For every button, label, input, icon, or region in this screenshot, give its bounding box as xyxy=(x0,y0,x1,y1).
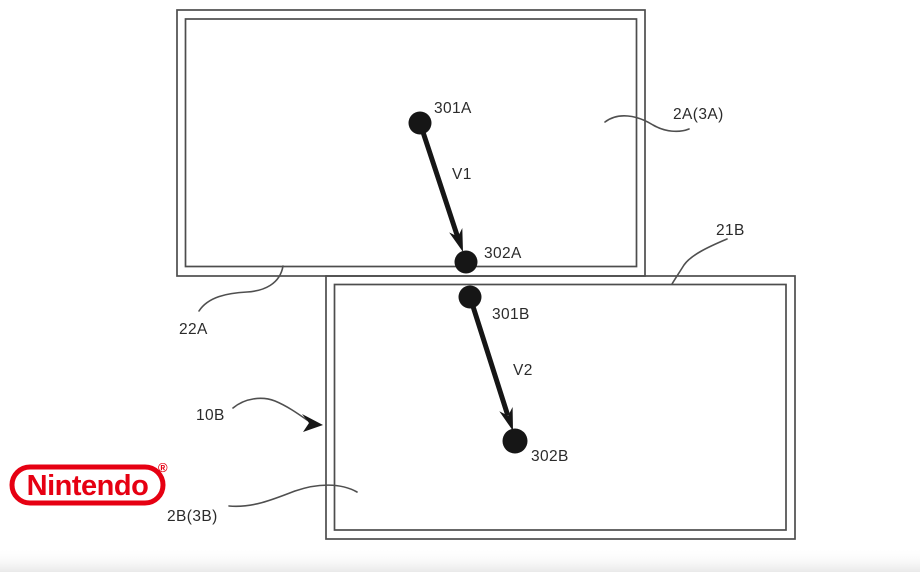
screen-b-inner-frame xyxy=(333,283,787,531)
point-301a-label: 301A xyxy=(434,100,472,117)
screen-b-leader-line xyxy=(228,484,358,508)
ref-21b-leader-line xyxy=(671,238,728,285)
screen-a-inner-frame xyxy=(184,18,638,268)
ref-22a-label: 22A xyxy=(179,321,208,338)
screen-a-outer-frame xyxy=(176,9,646,277)
vector-v2-label: V2 xyxy=(513,362,533,379)
point-302b-label: 302B xyxy=(531,448,569,465)
point-301b-dot xyxy=(458,285,482,309)
nintendo-registered-mark-icon: ® xyxy=(158,460,168,475)
point-302a-label: 302A xyxy=(484,245,522,262)
point-302b-dot xyxy=(502,428,528,454)
screen-a-ref-label: 2A(3A) xyxy=(673,106,724,123)
screen-b-outer-frame xyxy=(325,275,796,540)
ref-10b-label: 10B xyxy=(196,407,225,424)
bottom-gradient-band xyxy=(0,548,920,572)
ref-10b-leader-line xyxy=(232,397,308,421)
point-301b-label: 301B xyxy=(492,306,530,323)
screen-b-frame xyxy=(325,275,796,540)
vector-v1-label: V1 xyxy=(452,166,472,183)
vector-v2-arrow xyxy=(467,294,513,431)
vector-v1-arrowhead xyxy=(449,228,463,252)
vector-v2-shaft xyxy=(467,294,510,416)
point-302a-dot xyxy=(454,250,478,274)
nintendo-logo-text: Nintendo xyxy=(27,470,149,502)
nintendo-logo: Nintendo ® xyxy=(9,460,168,506)
screen-a-frame xyxy=(176,9,646,277)
vector-v1-arrow xyxy=(417,120,463,252)
screen-b-ref-label: 2B(3B) xyxy=(167,508,218,525)
screen-a-leader-line xyxy=(604,115,690,133)
point-301a-dot xyxy=(408,111,432,135)
vector-v2-arrowhead xyxy=(499,407,513,431)
ref-10b-arrowhead xyxy=(302,414,323,432)
ref-21b-label: 21B xyxy=(716,222,745,239)
vector-v1-shaft xyxy=(417,120,460,238)
ref-22a-leader-line xyxy=(198,265,284,312)
nintendo-logo-capsule xyxy=(9,464,166,506)
ref-10b-pointer xyxy=(232,397,323,432)
